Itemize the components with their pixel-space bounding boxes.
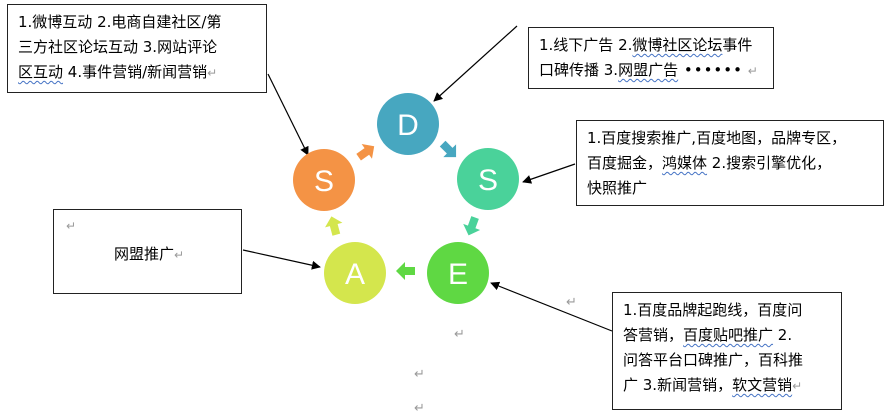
box-line: 1.微博互动 2.电商自建社区/第 [18,10,258,35]
cycle-arrow-a-to-s [325,216,343,236]
callout-arrow-middle-right [522,163,576,184]
box-text: 2.搜索引擎优化， [707,154,832,172]
box-text: 1.线下广告 2. [539,36,633,54]
paragraph-mark: ↵ [747,64,758,78]
box-text: 鸿媒体 [662,154,708,172]
box-text: 快照推广 [587,179,648,197]
box-text: 问答平台口碑推广，百科推 [623,351,804,369]
box-line: 口碑传播 3.网盟广告 •••••• ↵ [539,58,765,84]
cycle-arrow-s-to-e [463,216,481,236]
callout-arrow-left [242,249,321,270]
callout-box-middle-right: 1.百度搜索推广,百度地图，品牌专区， 百度掘金，鸿媒体 2.搜索引擎优化， 快… [576,120,884,206]
callout-arrow-top-left [267,73,309,156]
box-text: 1.微博互动 2.电商自建社区/第 [18,13,222,31]
box-line: 1.线下广告 2.微博社区论坛事件 [539,33,765,58]
box-text: 1.百度品牌起跑线，百度问 [623,301,803,319]
box-line: 1.百度搜索推广,百度地图，品牌专区， [587,126,875,151]
paragraph-mark: ↵ [174,248,185,262]
stage-circle-s-left: S [293,149,355,211]
box-text: 百度贴吧推广 [683,326,774,344]
stage-letter-d: D [397,109,419,142]
box-line: 广 3.新闻营销，软文营销↵ [623,373,835,399]
paragraph-mark: ↵ [414,367,425,382]
box-text: 口碑传播 3. [539,61,619,79]
stage-circle-a: A [324,242,386,304]
callout-box-top-right: 1.线下广告 2.微博社区论坛事件 口碑传播 3.网盟广告 •••••• ↵ [528,27,774,89]
box-line: 答营销，百度贴吧推广 2. [623,323,835,348]
box-text: 4.事件营销/新闻营销 [63,63,208,81]
box-text: 网盟广告 [618,61,679,79]
callout-box-top-left: 1.微博互动 2.电商自建社区/第 三方社区论坛互动 3.网站评论 区互动 4.… [7,4,267,93]
paragraph-mark: ↵ [66,219,77,233]
paragraph-mark: ↵ [792,379,803,393]
box-text: 软文营销 [732,376,793,394]
box-text: 百度掘金， [587,154,663,172]
cycle-arrow-e-to-a [396,262,415,280]
stage-letter-s-right: S [478,164,498,197]
box-text: 广 3.新闻营销， [623,376,733,394]
paragraph-mark: ↵ [566,295,577,310]
stage-circle-s-right: S [457,148,519,210]
stage-letter-e: E [448,258,468,291]
box-text: 2. [773,326,793,344]
box-text: 三方社区论坛互动 3.网站评论 [18,38,218,56]
box-text: 网盟推广 [114,245,175,263]
box-line: 区互动 4.事件营销/新闻营销↵ [18,60,258,86]
paragraph-mark: ↵ [454,327,465,342]
cycle-arrow-s-to-d [356,144,375,161]
box-line: 1.百度品牌起跑线，百度问 [623,298,835,323]
box-text: 1.百度搜索推广,百度地图，品牌专区， [587,129,847,147]
stage-letter-a: A [345,258,365,291]
paragraph-mark: ↵ [414,401,425,416]
cycle-arrow-d-to-s [439,140,457,158]
callout-box-left: ↵ 网盟推广↵ [53,209,242,294]
callout-arrow-top-right [433,25,518,102]
box-text: 答营销， [623,326,684,344]
callout-arrow-bottom-right [490,281,613,332]
stage-circle-d: D [377,93,439,155]
callout-box-bottom-right: 1.百度品牌起跑线，百度问 答营销，百度贴吧推广 2. 问答平台口碑推广，百科推… [612,292,842,410]
box-line: 网盟推广↵ [114,243,184,266]
box-line: 快照推广 [587,176,875,201]
box-text: 事件 [722,36,753,54]
box-line: 百度掘金，鸿媒体 2.搜索引擎优化， [587,151,875,176]
paragraph-mark: ↵ [207,66,218,80]
box-line: 三方社区论坛互动 3.网站评论 [18,35,258,60]
box-text: •••••• [678,61,743,79]
stage-letter-s-left: S [314,165,334,198]
box-text: 区互动 [18,63,64,81]
box-text: 微博社区论坛 [632,36,723,54]
box-line: 问答平台口碑推广，百科推 [623,348,835,373]
stage-circle-e: E [427,242,489,304]
